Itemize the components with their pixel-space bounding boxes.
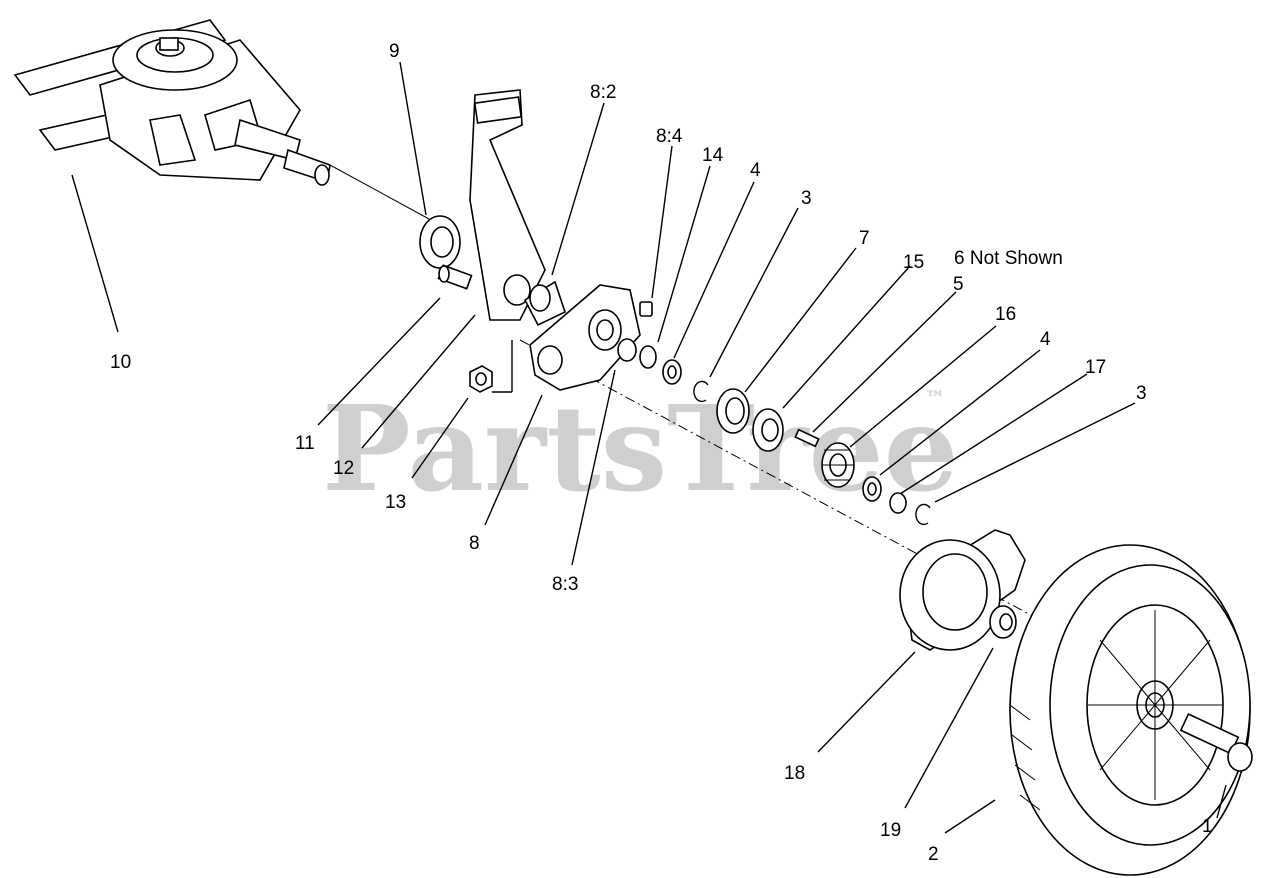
callout-4-b: 4 [1040,329,1051,350]
washer-part-4a [662,359,682,385]
callout-8-2: 8:2 [590,82,616,103]
height-adjuster-bracket-part-12 [469,89,546,321]
axle-centerlines [329,164,1041,621]
wheel-cup-part-18 [899,529,1026,651]
spacer-part-17 [889,492,907,514]
callout-18: 18 [784,763,805,784]
callout-2: 2 [928,844,939,865]
callout-12: 12 [333,458,354,479]
bushing-part-19 [989,605,1017,639]
washer-part-14 [639,345,657,369]
callout-4-a: 4 [750,160,761,181]
callout-7: 7 [859,228,870,249]
callout-3-a: 3 [801,188,812,209]
seal-part-9 [419,215,461,269]
callout-17: 17 [1085,357,1106,378]
eclip-part-3a [693,380,709,403]
eclip-part-3b [915,503,931,526]
callout-16: 16 [995,304,1016,325]
callout-13: 13 [385,492,406,513]
washer-part-4b [862,476,882,502]
callout-5: 5 [953,274,964,295]
callout-8-3: 8:3 [552,574,578,595]
handle-and-transmission [13,19,331,186]
bolt-part-11 [437,264,473,290]
pinion-gear-part-16 [821,442,855,488]
pin-part-5 [794,428,820,448]
callout-15: 15 [903,252,924,273]
nut-part-13 [469,340,513,393]
bearing-part-15 [752,408,784,452]
watermark: PartsTree ™ [322,379,959,518]
callout-8-4: 8:4 [656,126,683,147]
callout-11: 11 [295,433,315,454]
callout-8: 8 [469,533,480,554]
callout-9: 9 [389,41,400,62]
bearing-part-7 [716,388,750,434]
callout-6-not-shown: 6 Not Shown [954,248,1063,269]
axle-bolt-part-1 [1179,712,1253,772]
wheel-and-tire-part-2 [1009,544,1251,876]
watermark-trademark: ™ [925,386,945,410]
leader-lines [71,61,1227,834]
callout-1: 1 [1202,816,1213,837]
watermark-text: PartsTree [322,379,959,518]
pin-part-8-4 [639,301,653,317]
callout-10: 10 [110,352,131,373]
callout-19: 19 [880,820,901,841]
callout-3-b: 3 [1136,383,1147,404]
bushing-part-8-3 [617,338,637,362]
gear-case-part-8 [523,280,641,391]
callout-14: 14 [702,145,724,166]
callout-labels: 9 10 8:2 8:4 14 4 3 7 6 Not Shown 15 5 1… [110,41,1213,865]
